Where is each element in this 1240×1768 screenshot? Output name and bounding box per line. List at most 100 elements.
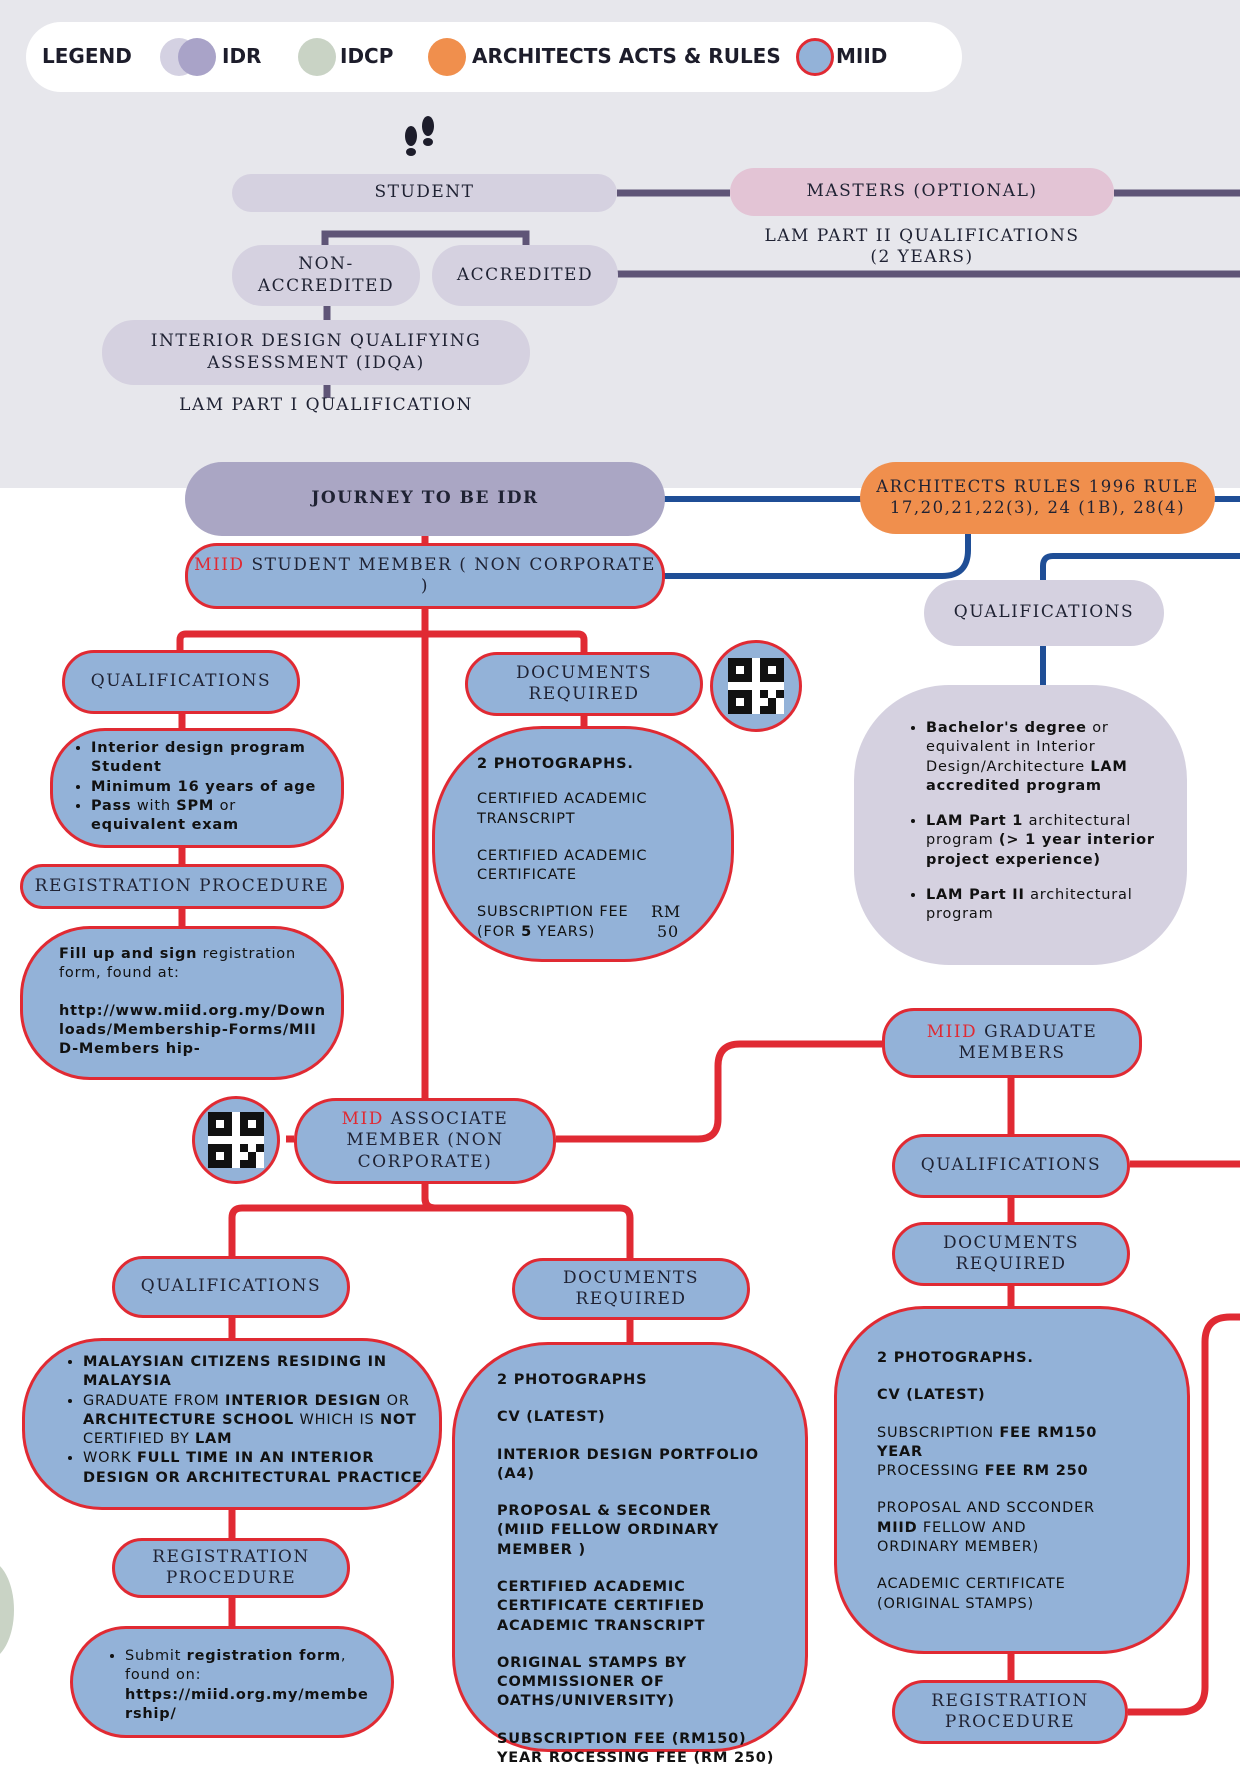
- idr-qual-item-1-bold2: LAM accredited program: [926, 758, 1128, 794]
- graduate-documents-line1: DOCUMENTS: [942, 1232, 1080, 1253]
- student-member-label: MIID STUDENT MEMBER ( NON CORPORATE ): [188, 555, 662, 598]
- aq2d: ARCHITECTURE SCHOOL: [83, 1411, 295, 1428]
- qr-code-icon: [208, 1112, 264, 1168]
- lam-part2-line1: LAM PART II QUALIFICATIONS: [764, 225, 1080, 246]
- student-doc-fee: SUBSCRIPTION FEE (FOR 5 YEARS) RM 50: [477, 902, 711, 942]
- aq3a: WORK: [83, 1450, 137, 1467]
- student-reg-instruction: Fill up and sign registration form, foun…: [59, 945, 329, 984]
- student-qual-item-3-rest: with: [131, 797, 177, 814]
- associate-registration-line1: REGISTRATION: [152, 1546, 310, 1567]
- student-qual-item-3-bold: Pass: [91, 797, 132, 814]
- student-doc-fee-rm: RM: [651, 902, 682, 922]
- student-doc-certificate-l1: CERTIFIED ACADEMIC: [477, 847, 648, 864]
- grad-sub-a: SUBSCRIPTION: [877, 1424, 1000, 1441]
- assoc-qual-item-1: MALAYSIAN CITIZENS RESIDING IN MALAYSIA: [83, 1353, 425, 1392]
- student-qual-item-3-rest2: or: [214, 797, 237, 814]
- grad-proc-a: PROCESSING: [877, 1463, 985, 1480]
- student-documents-line2: REQUIRED: [528, 684, 640, 704]
- graduate-title-rest: GRADUATE: [977, 1021, 1098, 1042]
- student-qual-item-1-text: Interior design program Student: [91, 740, 306, 776]
- legend-title: LEGEND: [42, 44, 132, 68]
- student-doc-fee-years: (FOR 5 YEARS): [477, 923, 711, 942]
- student-qualifications-label: QUALIFICATIONS: [90, 671, 272, 692]
- associate-title-rest: ASSOCIATE: [383, 1109, 509, 1130]
- student-reg-rest: registration form, found at:: [59, 946, 296, 982]
- student-qual-item-1: Interior design program Student: [91, 739, 329, 778]
- journey-title: JOURNEY TO BE IDR: [311, 488, 539, 509]
- associate-documents-line2: REQUIRED: [575, 1289, 687, 1309]
- associate-qualifications-label: QUALIFICATIONS: [140, 1276, 322, 1297]
- associate-qr-code[interactable]: [192, 1096, 280, 1184]
- idr-qualifications-box: Bachelor's degree or equivalent in Inter…: [854, 685, 1187, 965]
- student-qual-item-3: Pass with SPM or equivalent exam: [91, 797, 329, 836]
- graduate-qualifications-label: QUALIFICATIONS: [920, 1155, 1102, 1176]
- idr-qual-item-1-rest: or equivalent in Interior Design/Archite…: [926, 720, 1109, 775]
- legend-miid-swatch: [796, 38, 834, 76]
- associate-title-line1: MID ASSOCIATE: [342, 1109, 509, 1130]
- masters-label: MASTERS (OPTIONAL): [806, 181, 1038, 202]
- non-accredited-node: NON- ACCREDITED: [232, 245, 420, 306]
- accredited-label: ACCREDITED: [456, 264, 594, 285]
- grad-doc-academic-1: ACADEMIC CERTIFICATE: [877, 1576, 1066, 1593]
- student-documents-line1: DOCUMENTS: [515, 662, 653, 683]
- student-reg-url[interactable]: http://www.miid.org.my/Downloads/Members…: [59, 1002, 326, 1058]
- assoc-reg-url[interactable]: https://miid.org.my/membership/: [125, 1686, 369, 1722]
- student-label: STUDENT: [374, 182, 475, 203]
- aq2a: GRADUATE FROM: [83, 1392, 225, 1409]
- idqa-node: INTERIOR DESIGN QUALIFYING ASSESSMENT (I…: [102, 320, 530, 385]
- grad-doc-proposal-2: MIID FELLOW AND: [877, 1519, 1173, 1538]
- footprints-icon: [405, 116, 434, 156]
- decorative-circle: [0, 1560, 14, 1660]
- aq2g: CERTIFIED BY: [83, 1431, 196, 1448]
- student-qualifications-box: Interior design program Student Minimum …: [50, 728, 344, 848]
- student-node: STUDENT: [232, 174, 617, 212]
- legend-miid-label: MIID: [836, 44, 888, 68]
- assoc-qual-item-3: WORK FULL TIME IN AN INTERIOR DESIGN OR …: [83, 1449, 425, 1488]
- student-doc-fee-amount: 50: [657, 922, 679, 942]
- grad-doc-academic-2: (ORIGINAL STAMPS): [877, 1595, 1034, 1612]
- graduate-member-node: MIID GRADUATE MEMBERS: [882, 1008, 1142, 1078]
- student-reg-bold: Fill up and sign: [59, 946, 198, 962]
- associate-documents-box: 2 PHOTOGRAPHS CV (LATEST) INTERIOR DESIG…: [452, 1342, 808, 1766]
- lam-part2-line2: (2 YEARS): [870, 247, 974, 267]
- grad-doc-sub-year: YEAR: [877, 1443, 923, 1460]
- assoc-doc-2: CV (LATEST): [497, 1409, 606, 1426]
- associate-title-line2: MEMBER (NON: [346, 1130, 504, 1151]
- assoc-reg-c: , found on:: [125, 1648, 347, 1684]
- aq2f: NOT: [379, 1411, 417, 1428]
- grad-doc-photos: 2 PHOTOGRAPHS.: [877, 1350, 1034, 1366]
- assoc-reg-b: registration form: [186, 1648, 341, 1664]
- associate-member-node: MID ASSOCIATE MEMBER (NON CORPORATE): [294, 1098, 556, 1184]
- idr-qual-item-2-bold2: (> 1 year interior project experience): [926, 832, 1155, 868]
- idr-qual-item-3: LAM Part II architectural program: [926, 886, 1165, 925]
- accredited-node: ACCREDITED: [432, 245, 618, 306]
- legend-architects-label: ARCHITECTS ACTS & RULES: [472, 44, 781, 68]
- idr-qual-item-2-rest: architectural program: [926, 813, 1132, 849]
- architects-rules-line1: ARCHITECTS RULES 1996 RULE: [876, 477, 1199, 497]
- idr-qual-item-2-bold: LAM Part 1: [926, 813, 1024, 830]
- student-qr-code[interactable]: [710, 640, 802, 732]
- student-qual-item-3-bold3: equivalent exam: [91, 817, 239, 834]
- legend-architects-swatch: [428, 38, 466, 76]
- idr-qual-item-2: LAM Part 1 architectural program (> 1 ye…: [926, 812, 1165, 870]
- graduate-registration-node: REGISTRATION PROCEDURE: [892, 1680, 1128, 1744]
- idr-qual-item-1: Bachelor's degree or equivalent in Inter…: [926, 719, 1165, 796]
- associate-title-line3: CORPORATE): [357, 1151, 493, 1172]
- assoc-qual-item-1-text: MALAYSIAN CITIZENS RESIDING IN MALAYSIA: [83, 1354, 387, 1390]
- associate-documents-line1: DOCUMENTS: [562, 1267, 700, 1288]
- student-member-text: STUDENT MEMBER ( NON CORPORATE ): [244, 554, 656, 596]
- journey-node: JOURNEY TO BE IDR: [185, 462, 665, 536]
- aq3b: FULL TIME IN AN INTERIOR DESIGN OR ARCHI…: [83, 1450, 423, 1486]
- assoc-doc-3: INTERIOR DESIGN PORTFOLIO (A4): [497, 1446, 759, 1482]
- assoc-doc-6: ORIGINAL STAMPS BY COMMISSIONER OF OATHS…: [497, 1654, 687, 1710]
- assoc-doc-7: SUBSCRIPTION FEE (RM150) YEAR ROCESSING …: [497, 1730, 775, 1766]
- idqa-line2: ASSESSMENT (IDQA): [207, 352, 425, 373]
- associate-qualifications-box: MALAYSIAN CITIZENS RESIDING IN MALAYSIA …: [22, 1338, 442, 1510]
- architects-rules-node: ARCHITECTS RULES 1996 RULE 17,20,21,22(3…: [860, 462, 1215, 534]
- grad-proc-b: FEE RM 250: [984, 1463, 1089, 1480]
- student-member-node: MIID STUDENT MEMBER ( NON CORPORATE ): [185, 543, 665, 609]
- associate-registration-box: Submit registration form, found on:https…: [70, 1626, 394, 1738]
- fee-years-pre: (FOR: [477, 923, 522, 940]
